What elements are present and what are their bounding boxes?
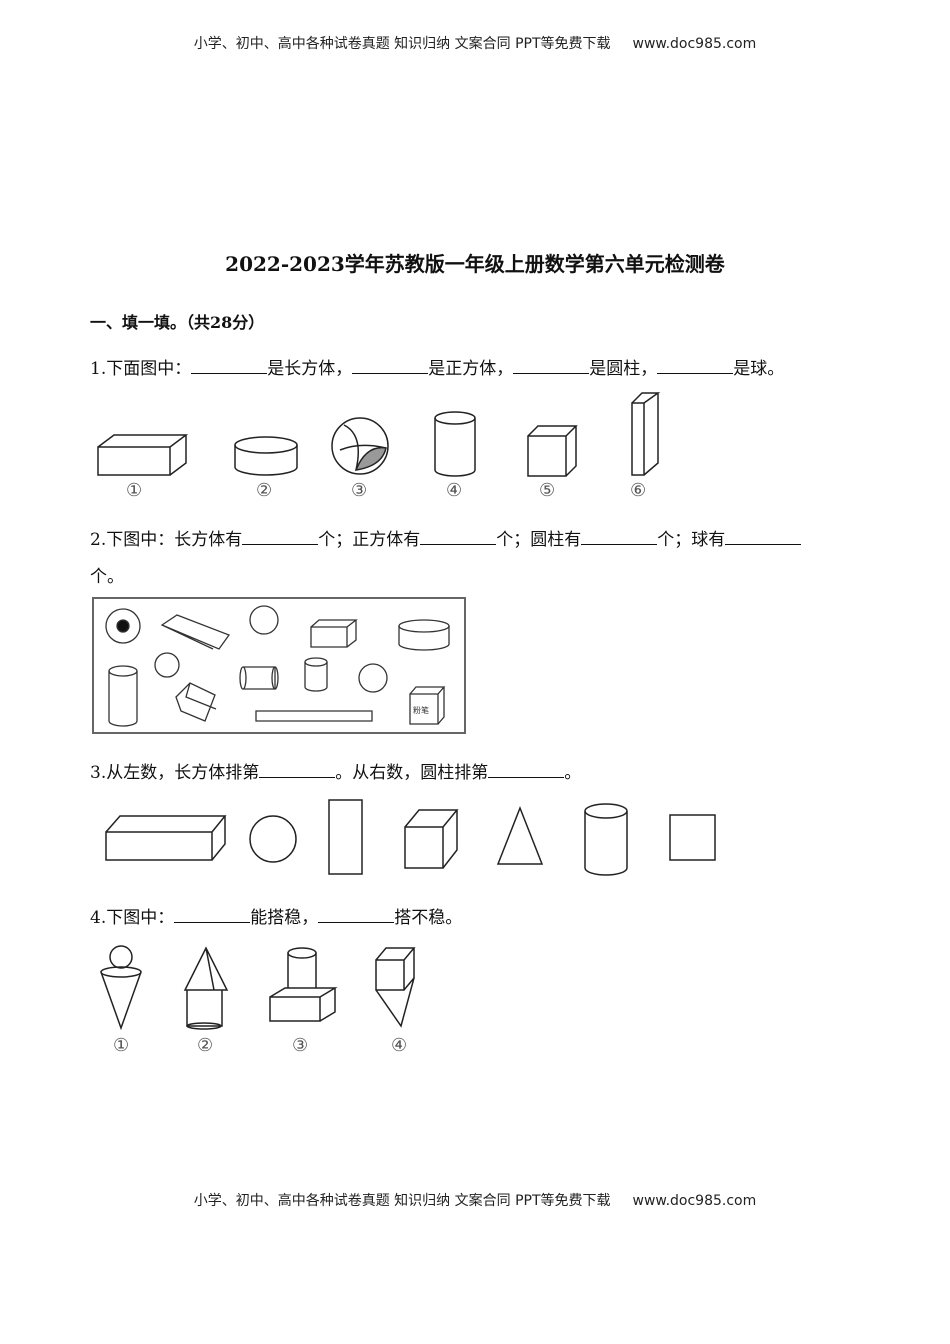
answer-blank[interactable]: [318, 908, 395, 923]
label-4: ④: [446, 480, 463, 501]
answer-blank[interactable]: [174, 908, 251, 923]
label-2: ②: [256, 480, 273, 501]
question-4: 4.下图中：能搭稳，搭不稳。: [90, 908, 463, 928]
page-title: 2022-2023学年苏教版一年级上册数学第六单元检测卷: [225, 252, 725, 276]
label-3: ③: [292, 1035, 309, 1056]
answer-blank[interactable]: [242, 530, 319, 545]
answer-blank[interactable]: [191, 359, 268, 374]
q3-shapes-figure: [105, 799, 716, 876]
q4-shapes-figure: [100, 945, 416, 1031]
label-1: ①: [126, 480, 143, 501]
header-url[interactable]: www.doc985.com: [632, 36, 757, 52]
q2-shapes-figure: 粉笔: [92, 597, 466, 734]
page-header: 小学、初中、高中各种试卷真题 知识归纳 文案合同 PPT等免费下载 www.doc…: [0, 33, 950, 53]
question-2: 2.下图中：长方体有个；正方体有个；圆柱有个；球有: [90, 525, 802, 550]
label-1: ①: [113, 1035, 130, 1056]
footer-text: 小学、初中、高中各种试卷真题 知识归纳 文案合同 PPT等免费下载: [193, 1193, 611, 1209]
footer-url[interactable]: www.doc985.com: [632, 1193, 757, 1209]
chalk-box-label: 粉笔: [413, 705, 429, 715]
label-2: ②: [197, 1035, 214, 1056]
question-1: 1.下面图中：是长方体，是正方体，是圆柱，是球。: [90, 359, 785, 379]
header-text: 小学、初中、高中各种试卷真题 知识归纳 文案合同 PPT等免费下载: [193, 36, 611, 52]
label-3: ③: [351, 480, 368, 501]
label-5: ⑤: [539, 480, 556, 501]
page-footer: 小学、初中、高中各种试卷真题 知识归纳 文案合同 PPT等免费下载 www.doc…: [0, 1190, 950, 1210]
answer-blank[interactable]: [420, 530, 497, 545]
answer-blank[interactable]: [725, 530, 802, 545]
answer-blank[interactable]: [581, 530, 658, 545]
answer-blank[interactable]: [259, 763, 336, 778]
q1-shapes-figure: [97, 392, 661, 477]
label-6: ⑥: [630, 480, 647, 501]
section-heading: 一、填一填。（共28分）: [90, 313, 265, 332]
label-4: ④: [391, 1035, 408, 1056]
answer-blank[interactable]: [352, 359, 429, 374]
question-2-cont: 个。: [90, 567, 124, 587]
question-3: 3.从左数，长方体排第。从右数，圆柱排第。: [90, 763, 582, 783]
answer-blank[interactable]: [657, 359, 734, 374]
answer-blank[interactable]: [513, 359, 590, 374]
answer-blank[interactable]: [488, 763, 565, 778]
